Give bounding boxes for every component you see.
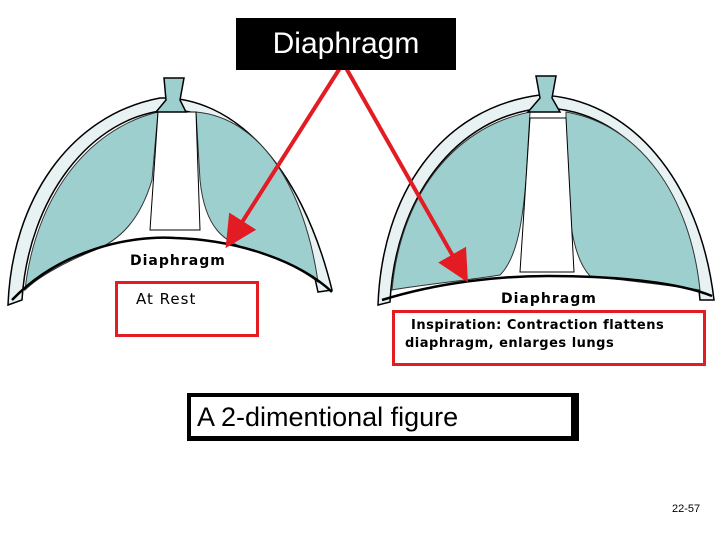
caption-box: A 2-dimentional figure <box>187 393 579 441</box>
right-diaphragm-label: Diaphragm <box>501 291 597 307</box>
left-diaphragm-dome <box>11 236 333 301</box>
left-trachea <box>154 77 188 113</box>
arrow-to-rest-diaphragm <box>225 66 342 249</box>
inspiration-line2: diaphragm, enlarges lungs <box>405 336 615 351</box>
at-rest-text: At Rest <box>136 290 197 308</box>
right-trachea <box>526 75 562 113</box>
title-box: Diaphragm <box>236 18 456 70</box>
right-rib-cage-outline <box>377 94 715 306</box>
left-rib-cage-outline <box>7 97 333 307</box>
left-mediastinum <box>149 111 201 231</box>
arrow-to-flat-diaphragm <box>344 67 468 283</box>
at-rest-box: At Rest <box>115 281 259 337</box>
right-thorax <box>377 75 715 306</box>
right-mediastinum <box>519 117 575 273</box>
inspiration-box: Inspiration: Contraction flattens diaphr… <box>392 310 706 366</box>
left-lung-left <box>24 111 159 292</box>
right-diaphragm-flattened <box>381 274 713 302</box>
left-thorax <box>7 77 333 307</box>
inspiration-line1: Inspiration: Contraction flattens <box>411 318 665 333</box>
page-number: 22-57 <box>672 503 701 515</box>
left-diaphragm-label: Diaphragm <box>130 253 226 269</box>
